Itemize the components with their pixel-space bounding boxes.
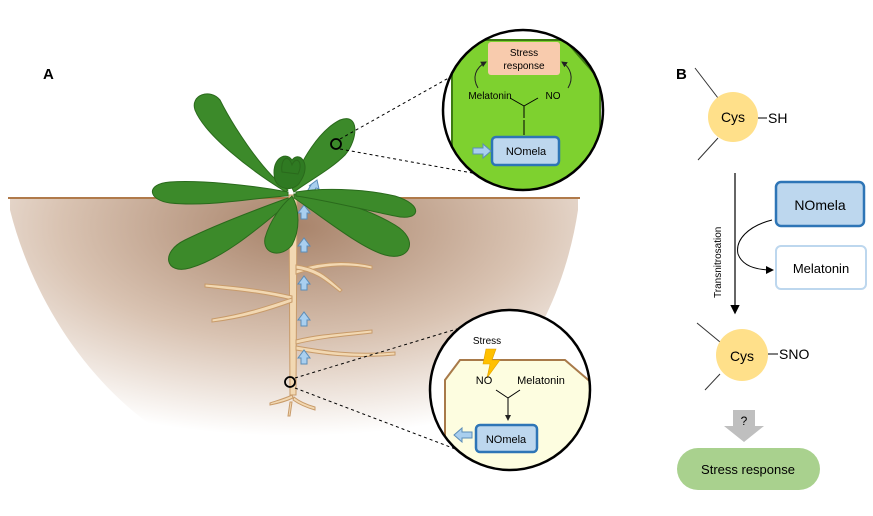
cys-bottom-bond-upper — [696, 322, 721, 343]
leaf-zoom: Stress response Melatonin NO NOmela — [441, 28, 605, 192]
root-nomela-box — [474, 423, 539, 454]
stress-response-box — [488, 42, 560, 75]
panel-b-label: B — [676, 66, 687, 83]
up-arrow-icon — [297, 311, 311, 327]
melatonin-label: Melatonin — [793, 261, 849, 276]
up-arrow-icon — [297, 349, 311, 365]
panel-b: B Cys SH Transnitrosation NOmela Melaton… — [676, 66, 867, 490]
cys-bottom-circle — [716, 329, 768, 381]
root-melatonin-label: Melatonin — [517, 375, 565, 387]
transfer-arrow — [737, 219, 774, 274]
stress-response-label: Stress response — [701, 462, 795, 477]
up-arrow-icon — [297, 204, 311, 220]
up-arrow-icon — [297, 275, 311, 291]
leaf-melatonin-label: Melatonin — [468, 91, 511, 102]
root-stress-label: Stress — [473, 336, 501, 347]
zoom-connectors — [294, 65, 501, 451]
transport-arrows — [297, 157, 329, 365]
leaf-entry-arrow-icon — [472, 142, 492, 160]
sno-label: SNO — [779, 346, 809, 362]
nomela-label: NOmela — [794, 197, 846, 213]
melatonin-box — [775, 245, 867, 290]
panel-a-label: A — [43, 66, 54, 83]
root-exit-arrow-icon — [453, 426, 473, 444]
cys-top-bond-lower — [697, 137, 719, 161]
root-nomela-label: NOmela — [486, 434, 527, 446]
gray-down-arrow-icon — [724, 410, 764, 442]
root-zoom: Stress NO Melatonin NOmela — [428, 308, 592, 472]
cys-top-label: Cys — [721, 109, 745, 125]
curved-arrow-no — [561, 61, 572, 89]
panel-a: A — [8, 28, 605, 478]
leaf-no-label: NO — [546, 91, 561, 102]
up-arrow-icon — [297, 237, 311, 253]
nomela-box — [774, 180, 866, 228]
cys-bottom-label: Cys — [730, 348, 754, 364]
sh-label: SH — [768, 110, 787, 126]
cys-bottom-bond-lower — [704, 373, 721, 391]
root-no-label: NO — [476, 375, 493, 387]
leaf-split-lines — [509, 97, 539, 118]
root-merge-lines — [495, 389, 521, 399]
leaf-nomela-label: NOmela — [506, 146, 547, 158]
lightning-icon — [482, 348, 501, 379]
cys-top-circle — [708, 92, 758, 142]
stress-response-line2: response — [503, 61, 545, 72]
stress-response-line1: Stress — [510, 48, 538, 59]
cys-top-bond-upper — [694, 67, 719, 99]
stress-response-pill — [677, 448, 820, 490]
leaf-sample-point — [330, 138, 342, 150]
plant-rosette — [151, 93, 417, 270]
root-sample-point — [284, 376, 296, 388]
transnitrosation-label: Transnitrosation — [713, 227, 724, 298]
leaf-nomela-box — [490, 135, 561, 167]
curved-arrow-melatonin — [474, 61, 487, 89]
question-label: ? — [741, 414, 748, 428]
